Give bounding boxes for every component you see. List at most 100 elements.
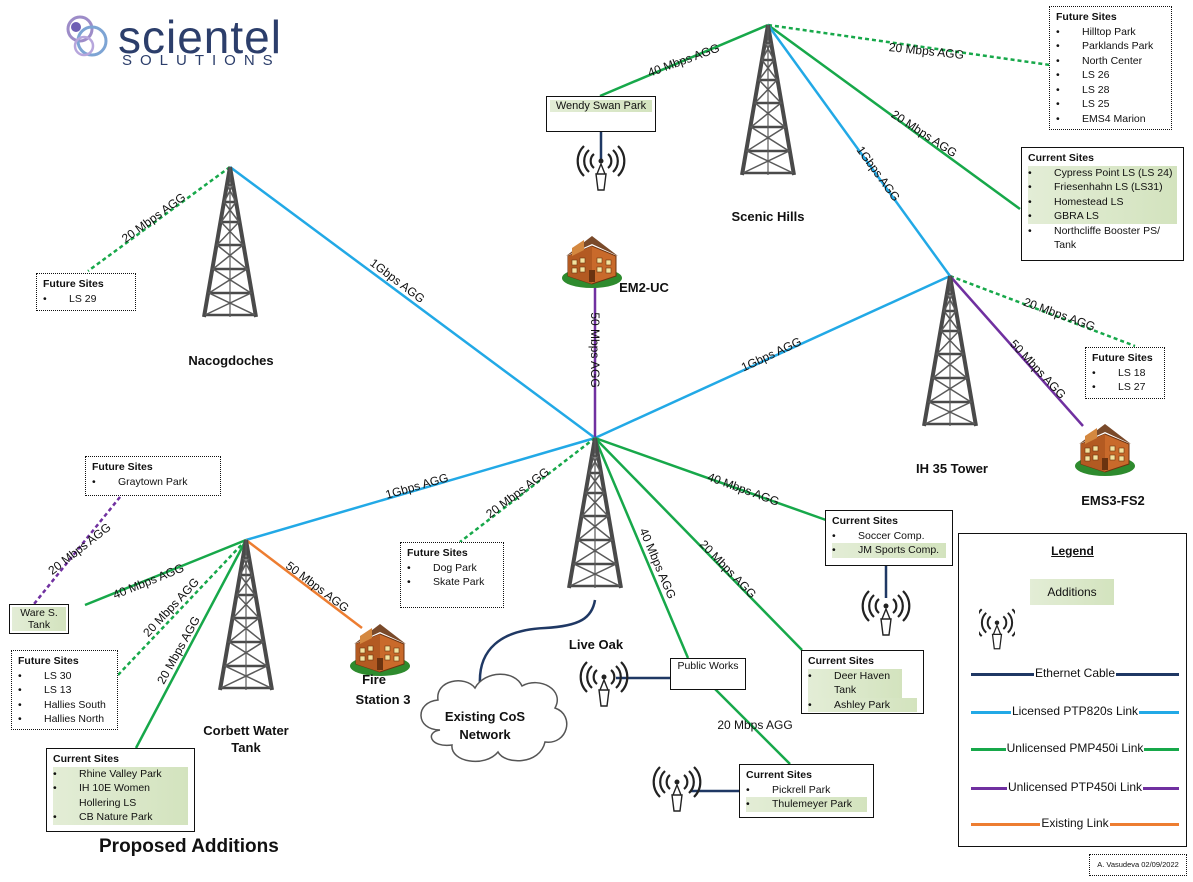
box-scenic-future: Future Sites Hilltop Park Parklands Park… bbox=[1049, 6, 1172, 130]
link-nacogdoches-future bbox=[87, 165, 231, 273]
list-item: Pickrell Park bbox=[746, 783, 867, 798]
list-item: CB Nature Park bbox=[53, 810, 188, 825]
site-label: Ware S. Tank bbox=[12, 607, 66, 631]
box-pickrell-current: Current Sites Pickrell Park Thulemeyer P… bbox=[739, 764, 874, 818]
box-scenic-current: Current Sites Cypress Point LS (LS 24) F… bbox=[1021, 147, 1184, 261]
link-label: 1Gbps AGG bbox=[854, 143, 903, 204]
box-title: Future Sites bbox=[18, 655, 79, 667]
link-corbett-future bbox=[117, 539, 247, 676]
legend-existing-label: Existing Link bbox=[1040, 816, 1110, 830]
list-item: Skate Park bbox=[407, 575, 497, 590]
list-item: LS 26 bbox=[1056, 68, 1165, 83]
legend-title: Legend bbox=[1051, 544, 1094, 558]
cloud-label-line1: Existing CoS bbox=[444, 709, 526, 724]
box-graytown-future: Future Sites Graytown Park bbox=[85, 456, 221, 496]
site-wendy-swan-park: Wendy Swan Park bbox=[546, 96, 656, 132]
building-label-fire3-line1: Fire bbox=[362, 672, 386, 687]
list-item: EMS4 Marion bbox=[1056, 112, 1165, 127]
list-item: Hallies North bbox=[18, 712, 111, 727]
link-corbett-rhine bbox=[134, 539, 248, 749]
link-label: 20 Mbps AGG bbox=[697, 537, 759, 601]
site-label: Wendy Swan Park bbox=[550, 100, 652, 112]
logo-wordmark: scientel bbox=[118, 11, 282, 63]
site-label: Public Works bbox=[677, 660, 739, 672]
link-scenic-future bbox=[767, 23, 1051, 67]
tower-ih35 bbox=[922, 274, 978, 428]
link-label: 20 Mbps AGG bbox=[888, 40, 964, 62]
box-nacogdoches-future: Future Sites LS 29 bbox=[36, 273, 136, 311]
link-label: 20 Mbps AGG bbox=[717, 718, 792, 732]
link-label: 50 Mbps AGG bbox=[283, 559, 352, 616]
list-item: Graytown Park bbox=[92, 475, 214, 490]
link-scenic-ih35 bbox=[766, 24, 952, 277]
legend-ethernet-label: Ethernet Cable bbox=[1033, 666, 1117, 680]
box-liveoak-future: Future Sites Dog Park Skate Park bbox=[400, 542, 504, 608]
box-title: Current Sites bbox=[808, 655, 874, 667]
link-corbett-ware bbox=[84, 538, 247, 607]
legend-licensed: Licensed PTP820s Link bbox=[971, 704, 1179, 719]
list-item: JM Sports Comp. bbox=[832, 543, 946, 558]
building-icon bbox=[349, 623, 411, 677]
list-item: LS 29 bbox=[43, 292, 129, 307]
link-liveoak-cloud bbox=[478, 599, 597, 686]
legend-ethernet: Ethernet Cable bbox=[971, 666, 1179, 681]
link-nacogdoches-liveoak bbox=[229, 165, 596, 440]
tower-label-live-oak: Live Oak bbox=[569, 637, 624, 652]
tower-label-ih35: IH 35 Tower bbox=[916, 461, 988, 476]
link-label: 50 Mbps AGG bbox=[1007, 337, 1069, 402]
link-ih35-liveoak bbox=[594, 274, 951, 440]
logo-icon bbox=[66, 15, 108, 57]
link-label: 20 Mbps AGG bbox=[483, 465, 552, 522]
link-liveoak-public bbox=[593, 437, 690, 659]
list-item: Cypress Point LS (LS 24) bbox=[1028, 165, 1177, 180]
link-corbett-fire bbox=[245, 539, 363, 629]
box-title: Future Sites bbox=[92, 461, 153, 473]
tower-live-oak bbox=[567, 436, 623, 590]
link-label: 20 Mbps AGG bbox=[119, 190, 188, 246]
legend-licensed-label: Licensed PTP820s Link bbox=[1010, 704, 1140, 718]
link-label: 40 Mbps AGG bbox=[706, 470, 782, 509]
legend-ptp450i-label: Unlicensed PTP450i Link bbox=[1006, 780, 1144, 794]
building-label-em2: EM2-UC bbox=[619, 280, 669, 295]
legend-pmp450i: Unlicensed PMP450i Link bbox=[971, 741, 1179, 756]
building-icon bbox=[1074, 423, 1136, 477]
list-item: Soccer Comp. bbox=[832, 529, 946, 544]
page-title: Proposed Additions bbox=[99, 836, 279, 857]
list-item: Ashley Park bbox=[808, 697, 917, 712]
list-item: Deer Haven Tank bbox=[808, 668, 902, 698]
tower-label-nacogdoches: Nacogdoches bbox=[188, 353, 273, 368]
legend-radio-icon bbox=[979, 608, 1015, 650]
list-item: Homestead LS bbox=[1028, 194, 1177, 209]
link-label: 1Gbps AGG bbox=[384, 471, 450, 502]
tower-label-scenic-hills: Scenic Hills bbox=[732, 209, 805, 224]
link-graytown-ware bbox=[33, 496, 121, 605]
list-item: North Center bbox=[1056, 54, 1165, 69]
box-deer-current: Current Sites Deer Haven Tank Ashley Par… bbox=[801, 650, 924, 714]
link-liveoak-soccer bbox=[594, 436, 827, 522]
tower-label-corbett-line1: Corbett Water bbox=[203, 723, 288, 738]
cloud-icon bbox=[420, 673, 568, 763]
box-soccer-current: Current Sites Soccer Comp. JM Sports Com… bbox=[825, 510, 953, 566]
list-item: Rhine Valley Park bbox=[53, 766, 188, 781]
radio-icon bbox=[579, 660, 629, 708]
link-scenic-wendy bbox=[599, 23, 769, 98]
box-rhine-current: Current Sites Rhine Valley Park IH 10E W… bbox=[46, 748, 195, 832]
author-credit: A. Vasudeva 02/09/2022 bbox=[1089, 854, 1187, 876]
box-ih35-future: Future Sites LS 18 LS 27 bbox=[1085, 347, 1165, 399]
legend-ptp450i: Unlicensed PTP450i Link bbox=[971, 780, 1179, 795]
link-label: 40 Mbps AGG bbox=[637, 526, 679, 601]
box-title: Future Sites bbox=[407, 547, 468, 559]
link-public-pickrell bbox=[711, 685, 791, 765]
cloud-label-line2: Network bbox=[459, 727, 511, 742]
box-title: Current Sites bbox=[1028, 152, 1094, 164]
site-ware-s-tank: Ware S. Tank bbox=[9, 604, 69, 634]
list-item: Dog Park bbox=[407, 561, 497, 576]
box-title: Current Sites bbox=[746, 769, 812, 781]
link-ih35-future bbox=[949, 274, 1136, 348]
link-label: 20 Mbps AGG bbox=[889, 107, 960, 160]
site-public-works: Public Works bbox=[670, 658, 746, 690]
link-label: 20 Mbps AGG bbox=[1022, 295, 1098, 334]
link-liveoak-future bbox=[459, 437, 596, 543]
tower-label-corbett-line2: Tank bbox=[231, 740, 261, 755]
